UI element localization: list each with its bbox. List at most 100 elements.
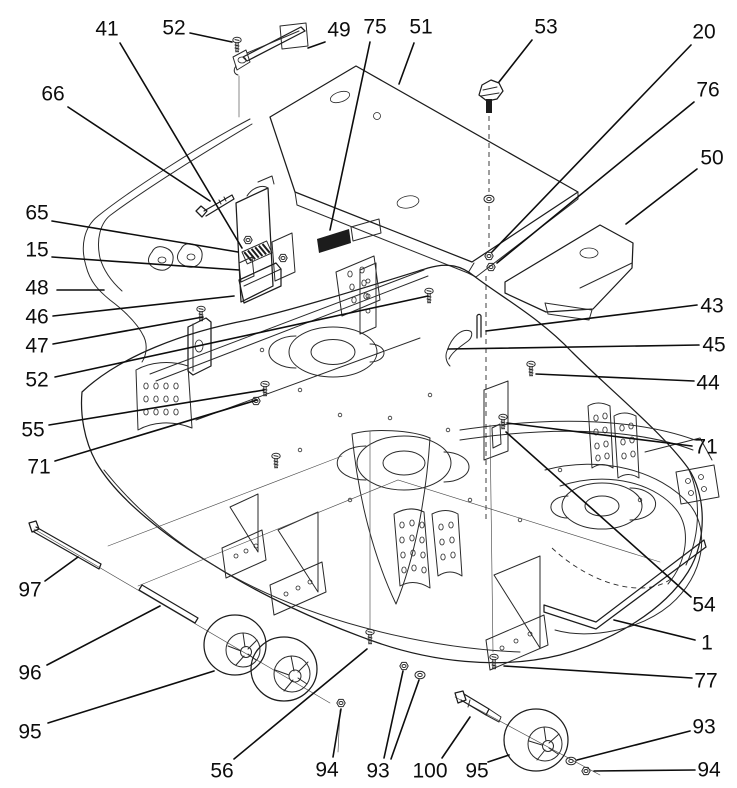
caster-wheel — [503, 708, 569, 772]
callout-93-bottom: 93 — [366, 760, 389, 783]
latch-slot — [317, 229, 351, 253]
leader-20 — [491, 44, 692, 253]
height-pin-and-wireform — [445, 313, 536, 377]
top-belt-cover — [269, 65, 579, 278]
leader-96 — [46, 605, 161, 666]
bolt-56 — [365, 628, 375, 645]
leader-15 — [51, 256, 240, 271]
spindle-center — [336, 435, 470, 491]
pin-43 — [476, 313, 482, 339]
leader-53 — [498, 39, 533, 83]
leader-45 — [447, 344, 700, 350]
callout-52-top: 52 — [162, 17, 185, 40]
callout-47: 47 — [25, 335, 48, 358]
leader-100 — [441, 716, 471, 759]
leader-77 — [503, 665, 693, 679]
callout-66: 66 — [41, 83, 64, 106]
leader-93-right — [576, 730, 691, 761]
baffle-left — [135, 362, 193, 431]
leader-43 — [485, 304, 698, 332]
callout-53: 53 — [534, 16, 557, 39]
callout-95-bottom: 95 — [465, 760, 488, 783]
callout-56: 56 — [210, 760, 233, 783]
leader-46 — [52, 295, 235, 317]
leader-49 — [307, 41, 326, 49]
bottom-right-caster — [454, 690, 601, 776]
caster-wheel — [250, 636, 318, 702]
leader-65 — [51, 220, 239, 253]
callout-65: 65 — [25, 202, 48, 225]
spacer-15 — [238, 256, 255, 283]
spindle-left — [268, 326, 385, 378]
leader-66 — [67, 106, 211, 202]
caster-wheel — [203, 614, 267, 676]
mower-deck-shell — [80, 255, 720, 671]
callout-20: 20 — [692, 21, 715, 44]
nut — [243, 235, 253, 245]
discharge-cover — [504, 224, 634, 321]
callout-97: 97 — [18, 579, 41, 602]
leader-55 — [48, 389, 265, 426]
leader-1 — [613, 619, 696, 641]
callout-45: 45 — [702, 334, 725, 357]
callout-55: 55 — [21, 419, 44, 442]
leader-lines — [44, 32, 700, 772]
front-gussets — [221, 493, 549, 671]
screw-52-left — [424, 287, 434, 304]
leader-93-bottom — [383, 670, 404, 759]
leader-95-left — [47, 670, 215, 724]
callout-94-right: 94 — [697, 759, 721, 782]
callout-95-left: 95 — [18, 721, 41, 744]
hanger-post-center — [359, 262, 377, 335]
leader-76 — [496, 101, 695, 264]
callout-76: 76 — [696, 79, 719, 102]
callout-15: 15 — [25, 239, 48, 262]
rear-right-bracket — [644, 437, 720, 505]
leader-47 — [52, 316, 204, 345]
leader-41 — [119, 42, 243, 249]
callout-96: 96 — [18, 662, 41, 685]
callout-71-right: 71 — [694, 436, 717, 459]
axle-rod-97 — [33, 526, 102, 570]
callout-44: 44 — [696, 372, 720, 395]
leader-54 — [505, 431, 692, 598]
leader-95-bottom — [487, 754, 510, 763]
screw-52-top — [232, 36, 242, 53]
leader-97 — [44, 556, 79, 582]
callout-46: 46 — [25, 306, 48, 329]
callout-48: 48 — [25, 277, 48, 300]
leader-75 — [329, 41, 371, 231]
support-strip-49 — [232, 22, 309, 118]
callout-75: 75 — [363, 16, 386, 39]
latch-bracket-assembly — [235, 175, 296, 304]
baffle-right — [587, 402, 640, 479]
spindle-right — [550, 482, 657, 530]
threaded-stud — [486, 99, 492, 113]
bolt — [271, 452, 281, 469]
callout-71-left: 71 — [27, 456, 50, 479]
nut-93-bottom — [399, 661, 409, 671]
nut-94 — [581, 766, 591, 776]
callout-50: 50 — [700, 147, 723, 170]
carriage-bolt-66 — [195, 194, 235, 218]
callout-1: 1 — [701, 632, 713, 655]
callout-54: 54 — [692, 594, 716, 617]
leader-56 — [233, 648, 368, 760]
baffle-top-middle — [335, 255, 381, 317]
nut-20 — [484, 251, 494, 261]
washer — [483, 194, 495, 204]
front-left-casters — [28, 520, 331, 704]
leader-44 — [535, 373, 695, 382]
hanger-post-right — [483, 380, 509, 461]
leader-94-bottom — [332, 708, 342, 758]
callout-51: 51 — [409, 16, 432, 39]
leader-93-bottom — [390, 679, 420, 760]
leader-50 — [625, 168, 698, 225]
deck-bolt-holes — [259, 347, 643, 523]
nut-94-bottom — [336, 698, 346, 708]
nut-76 — [486, 262, 496, 272]
callout-77: 77 — [694, 670, 717, 693]
bracket-46 — [238, 262, 282, 304]
